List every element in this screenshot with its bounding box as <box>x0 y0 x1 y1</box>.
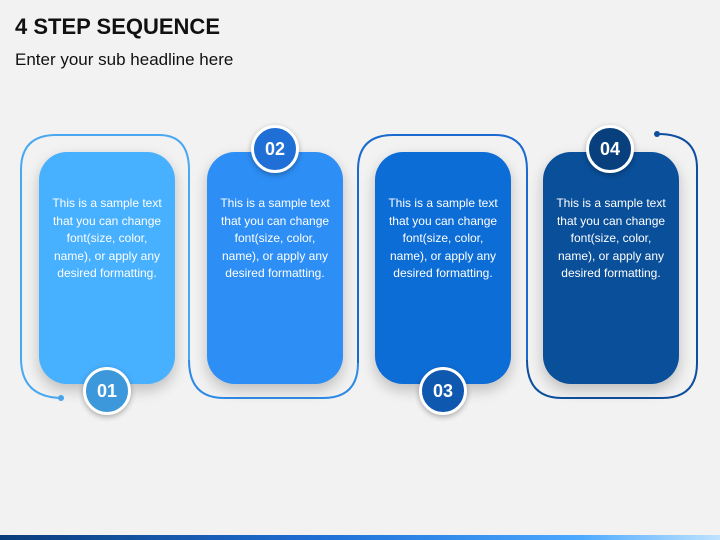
step-04-outline-dot <box>654 131 660 137</box>
step-01-badge: 01 <box>83 367 131 415</box>
bottom-accent-bar <box>0 535 720 540</box>
slide-subtitle: Enter your sub headline here <box>15 50 234 69</box>
step-01-card: This is a sample text that you can chang… <box>39 152 175 384</box>
step-02-text: This is a sample text that you can chang… <box>220 196 330 280</box>
step-04-badge: 04 <box>586 125 634 173</box>
step-01-outline <box>20 134 190 399</box>
step-03-badge: 03 <box>419 367 467 415</box>
step-03-outline <box>357 134 528 363</box>
step-02-badge: 02 <box>251 125 299 173</box>
step-01-outline-dot <box>58 395 64 401</box>
step-01-text: This is a sample text that you can chang… <box>52 196 162 280</box>
step-02-card: This is a sample text that you can chang… <box>207 152 343 384</box>
step-04-outline <box>526 133 698 399</box>
slide-title: 4 STEP SEQUENCE <box>15 14 220 39</box>
step-02-outline <box>188 359 359 399</box>
step-03-text: This is a sample text that you can chang… <box>388 196 498 280</box>
step-04-card: This is a sample text that you can chang… <box>543 152 679 384</box>
step-03-card: This is a sample text that you can chang… <box>375 152 511 384</box>
step-04-text: This is a sample text that you can chang… <box>556 196 666 280</box>
